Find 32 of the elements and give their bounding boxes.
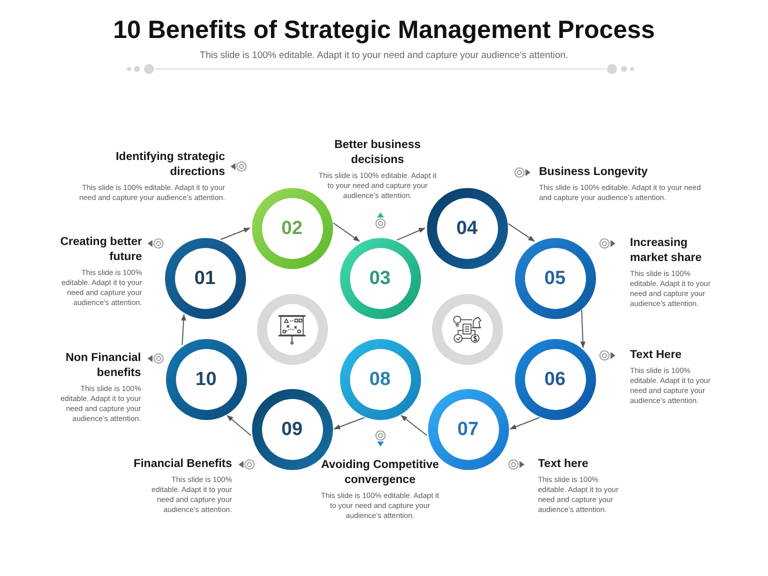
step-number: 08 xyxy=(369,370,391,388)
step-number: 09 xyxy=(281,420,303,438)
arrow xyxy=(508,223,536,242)
arrow xyxy=(400,414,428,436)
benefit-heading: Text Here xyxy=(630,348,682,363)
subtitle: This slide is 100% editable. Adapt it to your need and capture your audience’s attention. xyxy=(200,50,568,62)
benefit-heading: Identifying strategic directions xyxy=(114,150,225,180)
arrow xyxy=(220,228,250,240)
benefit-heading: Business Longevity xyxy=(539,165,648,180)
arrow xyxy=(396,228,426,241)
arrow xyxy=(332,222,360,242)
arrow xyxy=(510,417,540,430)
benefit-heading: Financial Benefits xyxy=(134,457,232,472)
step-number: 04 xyxy=(456,218,478,238)
benefit-heading: Text here xyxy=(538,457,588,472)
arrow xyxy=(580,309,586,348)
benefit-heading: Creating better future xyxy=(59,235,142,265)
arrow xyxy=(181,314,186,346)
step-number: 03 xyxy=(369,268,391,288)
step-number: 06 xyxy=(544,370,566,388)
benefit-heading: Increasing market share xyxy=(630,236,703,266)
arrow xyxy=(226,414,252,436)
arrow xyxy=(334,417,365,430)
title: 10 Benefits of Strategic Management Process xyxy=(113,16,655,45)
step-number: 05 xyxy=(544,268,566,288)
benefit-heading: Non Financial benefits xyxy=(64,351,141,381)
benefit-heading: Better business decisions xyxy=(333,138,422,168)
step-number: 01 xyxy=(194,268,216,288)
step-number: 02 xyxy=(281,218,303,238)
step-number: 10 xyxy=(195,370,217,388)
step-number: 07 xyxy=(457,420,479,438)
benefit-heading: Avoiding Competitive convergence xyxy=(320,458,440,488)
